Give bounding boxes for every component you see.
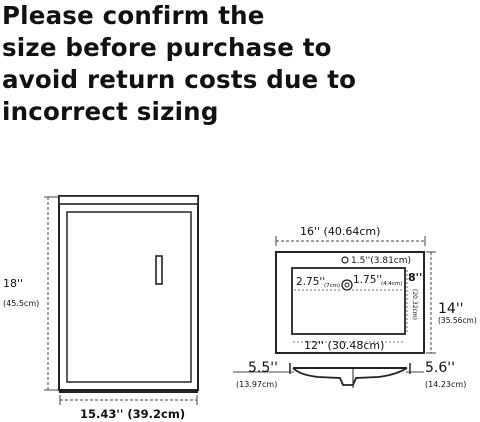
countertop-width-label: 16'' (40.64cm): [300, 225, 380, 238]
sink-side-profile: [233, 363, 424, 388]
headline-line-2: size before purchase to: [2, 33, 332, 62]
drain-inner: [344, 282, 350, 288]
countertop-depth-in: 14'': [438, 301, 464, 317]
door-handle: [155, 255, 163, 285]
basin-depth-label: 8'': [408, 271, 422, 284]
faucet-hole: [341, 256, 349, 264]
faucet-offset-label: 1.5''(3.81cm): [351, 256, 411, 266]
cabinet-height-cm: (45.5cm): [3, 299, 39, 308]
headline: Please confirm the size before purchase …: [2, 0, 478, 128]
countertop-width-dimension: [275, 236, 426, 246]
cabinet-door: [66, 211, 192, 383]
basin-depth-cm: (20.32cm): [411, 289, 418, 320]
cabinet-width-label: 15.43'' (39.2cm): [80, 407, 185, 421]
cabinet-height-in: 18'': [3, 277, 23, 290]
cabinet-width-dimension: [59, 395, 198, 405]
cabinet-height-dimension: [44, 196, 58, 391]
headline-line-4: incorrect sizing: [2, 97, 219, 126]
cabinet-front-view: [58, 195, 199, 393]
profile-left-cm: (13.97cm): [236, 380, 277, 389]
countertop-depth-dimension: [426, 251, 436, 354]
headline-line-1: Please confirm the: [2, 1, 265, 30]
basin-width-label: 12'' (30.48cm): [304, 339, 384, 352]
cabinet-top-edge: [58, 195, 199, 205]
cabinet-body: [58, 195, 199, 391]
left-drain-label: 2.75'': [296, 276, 325, 288]
countertop-outline: [275, 251, 425, 354]
profile-right-cm: (14.23cm): [425, 380, 466, 389]
right-drain-cm: (4.4cm): [381, 281, 402, 287]
left-drain-cm: (7cm): [324, 283, 340, 289]
right-drain-label: 1.75'': [353, 274, 382, 286]
profile-right-in: 5.6'': [425, 360, 455, 376]
countertop-depth-cm: (35.56cm): [438, 316, 477, 325]
basin-outline: [291, 267, 406, 335]
headline-line-3: avoid return costs due to: [2, 65, 357, 94]
profile-left-in: 5.5'': [248, 360, 278, 376]
